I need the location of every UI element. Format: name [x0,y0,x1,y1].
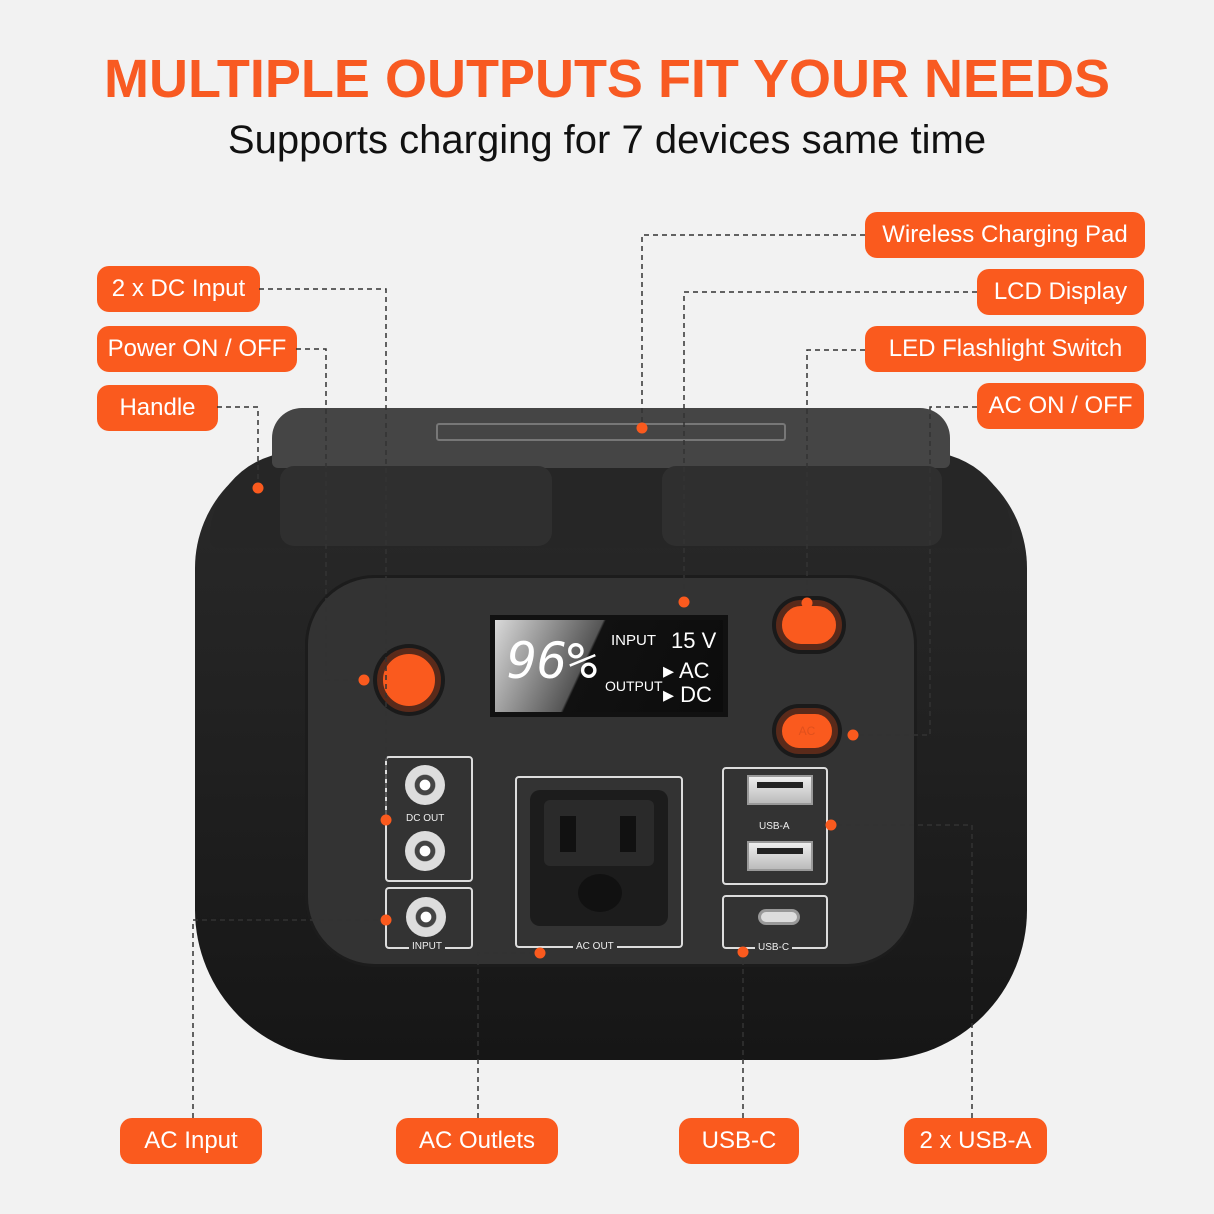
lcd-percent: 96% [507,632,598,690]
dot-led [801,597,813,609]
line-ac-outlets [477,952,540,1118]
input-label: INPUT [409,941,445,952]
ac-button[interactable]: AC [776,708,838,754]
line-handle [217,406,259,488]
callout-ac-input: AC Input [120,1118,262,1164]
dot-ac-input [380,914,392,926]
handle-right [662,466,942,546]
dot-ac-outlets [534,947,546,959]
callout-ac-outlets: AC Outlets [396,1118,558,1164]
dot-power [358,674,370,686]
lcd-screen: 96% INPUT 15 V OUTPUT ▸ AC ▸ DC [490,615,728,717]
line-usb-a [831,824,973,1118]
line-ac-switch [853,406,977,736]
dot-usb-c [737,946,749,958]
page-subtitle: Supports charging for 7 devices same tim… [227,118,987,162]
callout-ac-switch: AC ON / OFF [977,383,1144,429]
lcd-output-ac: ▸ AC [663,658,710,683]
usb-c-port [758,909,800,925]
callout-led-flashlight: LED Flashlight Switch [865,326,1146,372]
line-wireless [641,234,865,428]
ac-outlet [530,790,668,926]
callout-dc-input: 2 x DC Input [97,266,260,312]
usb-a-port-2 [747,841,813,871]
dot-wireless [636,422,648,434]
lcd-input-label: INPUT [611,632,656,649]
callout-handle: Handle [97,385,218,431]
line-power [296,348,364,681]
dot-lcd [678,596,690,608]
usb-c-label: USB-C [755,942,793,953]
wireless-charging-pad [436,423,786,441]
page-title: MULTIPLE OUTPUTS FIT YOUR NEEDS [103,49,1111,109]
dot-ac-switch [847,729,859,741]
dot-handle [252,482,264,494]
line-led [806,349,865,603]
usb-a-port-1 [747,775,813,805]
dot-usb-a [825,819,837,831]
lcd-input-value: 15 V [671,628,717,653]
callout-lcd-display: LCD Display [977,269,1144,315]
ac-out-label: AC OUT [573,941,617,952]
dc-out-port-1 [405,765,445,805]
line-dc-input [259,288,387,820]
dc-input-port [406,897,446,937]
power-button[interactable] [377,648,441,712]
line-ac-input [192,919,386,1118]
callout-usb-a: 2 x USB-A [904,1118,1047,1164]
dc-out-port-2 [405,831,445,871]
usb-a-label: USB-A [756,821,793,832]
callout-usb-c: USB-C [679,1118,799,1164]
wireless-lid [272,408,950,468]
callout-wireless-charging-pad: Wireless Charging Pad [865,212,1145,258]
line-lcd [683,291,977,602]
dot-dc-input [380,814,392,826]
handle-left [280,466,552,546]
lcd-output-dc: ▸ DC [663,682,712,707]
dc-out-label: DC OUT [403,813,448,824]
lcd-output-label: OUTPUT [605,678,663,694]
callout-power: Power ON / OFF [97,326,297,372]
